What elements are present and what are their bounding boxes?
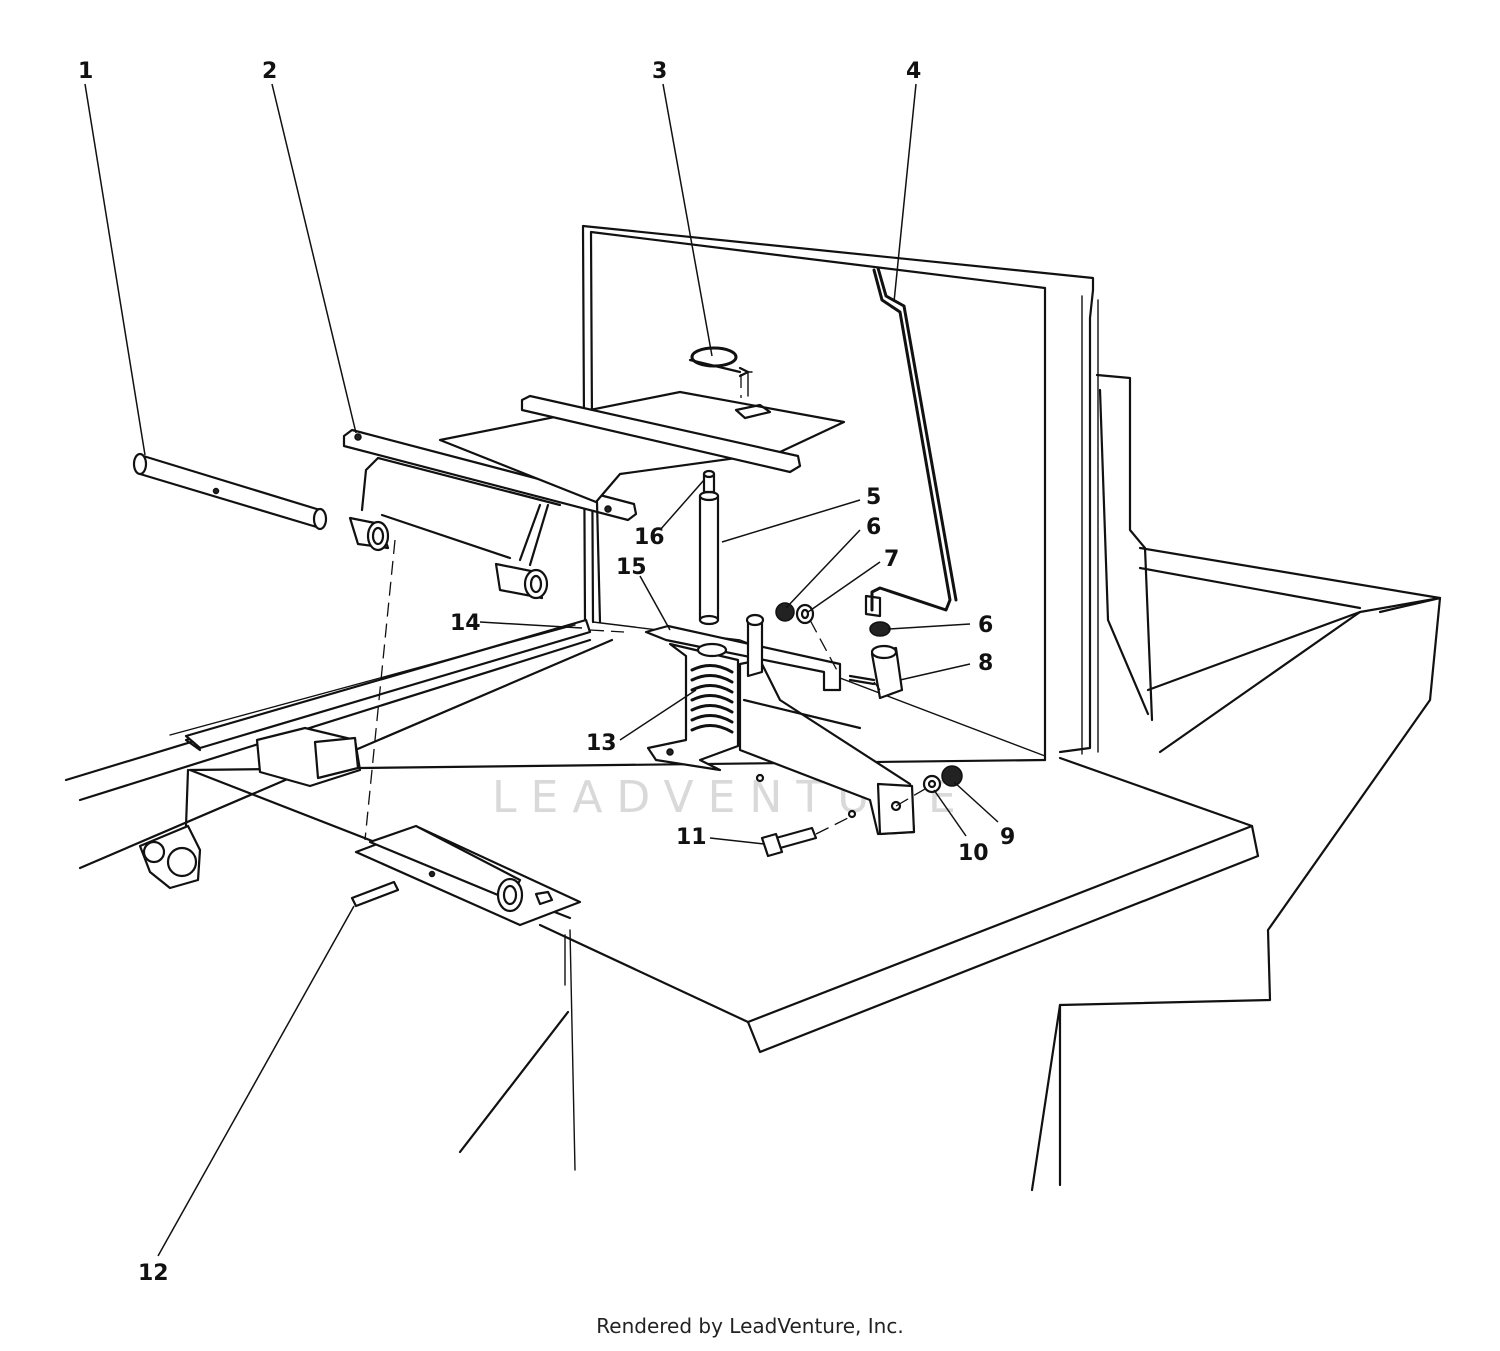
- callout-12: 12: [138, 1261, 169, 1286]
- chassis: [64, 224, 1442, 1192]
- callout-10: 10: [958, 841, 989, 866]
- upper-plate: [438, 390, 846, 624]
- callout-2: 2: [262, 59, 277, 84]
- callout-5: 5: [866, 485, 881, 510]
- callouts: 1 2 3 4 5 6 6 7 8 9 10 11 12 13 14 15 16: [78, 59, 1015, 1286]
- part-1-shaft: [132, 452, 328, 531]
- part-12-pin: [350, 880, 400, 908]
- callout-16: 16: [634, 525, 665, 550]
- assembly-lines: [364, 374, 931, 841]
- part-15-bracket: [644, 624, 916, 836]
- part-5-pin: [698, 490, 720, 626]
- hinge-plate: [354, 824, 582, 927]
- part-13-spring: [646, 642, 740, 772]
- callout-8: 8: [978, 651, 993, 676]
- part-3-clip: [688, 346, 753, 397]
- callout-7: 7: [884, 547, 899, 572]
- part-8-swivel: [848, 644, 904, 700]
- leader-lines: [84, 83, 999, 1257]
- footer-credit: Rendered by LeadVenture, Inc.: [596, 1314, 904, 1338]
- callout-14: 14: [450, 611, 481, 636]
- part-2-lift-arm: [342, 428, 638, 600]
- hardware-nuts: [745, 602, 891, 678]
- callout-15: 15: [616, 555, 647, 580]
- callout-1: 1: [78, 59, 93, 84]
- part-16-pin: [702, 469, 716, 494]
- callout-4: 4: [906, 59, 921, 84]
- callout-13: 13: [586, 731, 617, 756]
- hardware-9-10-11: [760, 765, 963, 858]
- part-4-rod: [864, 266, 958, 618]
- callout-11: 11: [676, 825, 707, 850]
- callout-6-lower: 6: [978, 613, 993, 638]
- callout-9: 9: [1000, 825, 1015, 850]
- callout-6-upper: 6: [866, 515, 881, 540]
- callout-3: 3: [652, 59, 667, 84]
